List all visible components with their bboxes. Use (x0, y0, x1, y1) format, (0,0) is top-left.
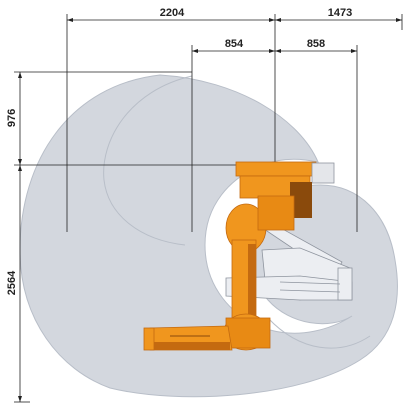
robot-shoulder-housing (257, 195, 295, 231)
arrow-top-mid-r (275, 18, 281, 22)
arrow-inner-mid-l (269, 49, 275, 53)
robot-base-shadow (290, 182, 312, 218)
arrow-left-mid-u (18, 159, 22, 165)
dim-label-height-bottom: 2564 (6, 270, 18, 295)
arrow-left-top (18, 72, 22, 78)
ghost-detail-1 (279, 281, 341, 285)
dim-label-reach-right: 1473 (328, 7, 352, 19)
dim-label-height-top: 976 (6, 109, 18, 127)
arrow-inner-right (351, 49, 357, 53)
robot-base-cap (311, 162, 335, 184)
arrow-left-mid-d (18, 165, 22, 171)
arrow-top-left (67, 18, 73, 22)
dim-label-inner-right: 858 (307, 38, 325, 50)
arrow-left-bottom (18, 396, 22, 402)
robot-base-plate (235, 161, 317, 177)
dimension-lines (14, 14, 403, 403)
dim-label-inner-left: 854 (225, 38, 244, 50)
arrow-inner-mid-r (275, 49, 281, 53)
robot (143, 161, 335, 351)
robot-upper-arm-shade (248, 244, 256, 326)
ghost-arm (225, 221, 353, 301)
arrow-top-mid-l (269, 18, 275, 22)
arrow-top-right (396, 18, 402, 22)
dim-label-reach-left: 2204 (160, 7, 185, 19)
robot-forearm-shade (152, 342, 230, 350)
arrow-inner-left (192, 49, 198, 53)
dimension-arrows (18, 18, 402, 402)
robot-wrist (143, 327, 155, 351)
robot-elbow-housing (225, 317, 271, 349)
ghost-detail-2 (279, 289, 341, 293)
work-envelope-inner-arc (103, 75, 193, 246)
work-envelope-lower-arc (267, 317, 371, 349)
ghost-wrist (337, 267, 353, 301)
